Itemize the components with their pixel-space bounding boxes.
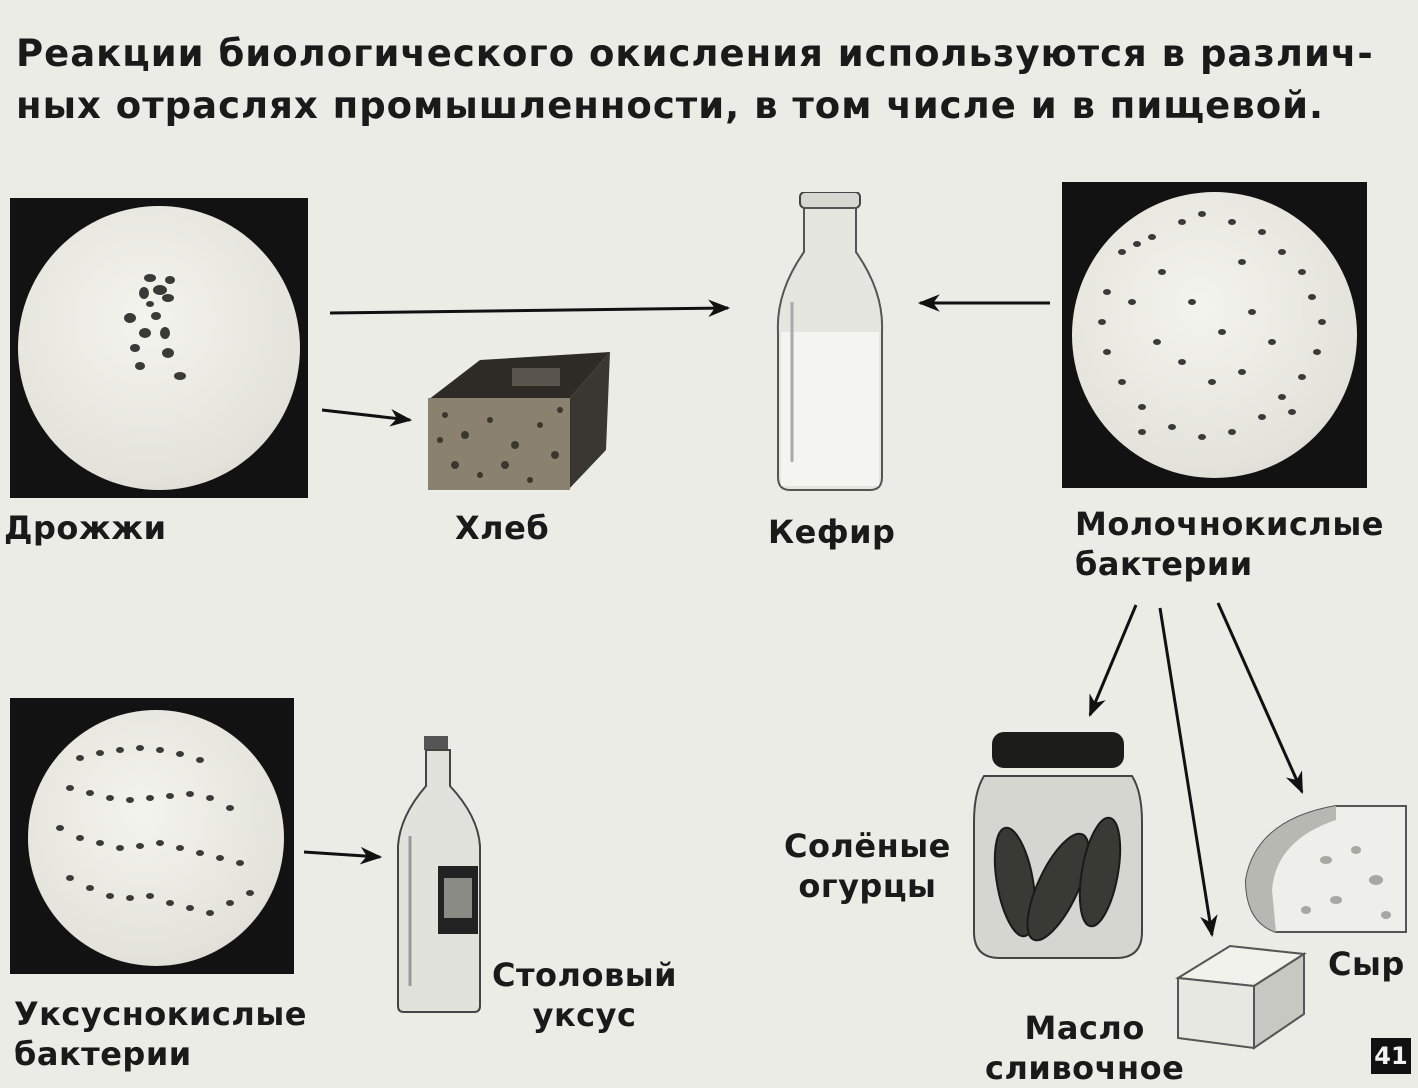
vinegar-bottle-icon — [397, 736, 481, 1013]
arrow-lactic-to-butter — [1158, 607, 1218, 938]
label-lactic-bacteria: Молочнокислые бактерии — [1075, 505, 1384, 583]
acetic-bacteria-cells-icon — [56, 745, 254, 916]
label-bread: Хлеб — [455, 509, 550, 547]
arrow-lactic-to-cheese — [1216, 602, 1304, 795]
arrow-yeast-to-bread — [321, 408, 413, 427]
kefir-bottle-icon — [776, 192, 884, 491]
bread-icon — [428, 352, 610, 490]
heading-line-2: ных отраслях промышленности, в том числе… — [16, 84, 1325, 127]
heading-line-1: Реакции биологического окисления использ… — [16, 32, 1374, 75]
label-pickles: Солёные огурцы — [784, 827, 951, 905]
yeast-cells-icon — [124, 274, 186, 380]
label-acetic-bacteria: Уксуснокислые бактерии — [14, 995, 307, 1073]
butter-icon — [1174, 944, 1307, 1050]
arrow-acetic-to-vinegar — [303, 846, 383, 865]
label-cheese: Сыр — [1328, 945, 1405, 983]
yeast-micrograph — [10, 198, 308, 498]
lactic-bacteria-micrograph — [1062, 182, 1367, 488]
label-butter: Масло сливочное — [985, 1009, 1185, 1087]
cheese-icon — [1244, 805, 1407, 933]
label-vinegar: Столовый уксус — [492, 956, 678, 1034]
label-yeast: Дрожжи — [4, 509, 167, 547]
page-number-badge: 41 — [1371, 1038, 1411, 1074]
pickle-jar-icon — [973, 732, 1143, 959]
acetic-bacteria-micrograph — [10, 698, 294, 974]
slide-heading: Реакции биологического окисления использ… — [16, 28, 1396, 132]
arrow-yeast-to-kefir — [329, 299, 731, 318]
lactic-bacteria-cells-icon — [1098, 211, 1326, 440]
arrow-lactic-to-pickles — [1088, 604, 1138, 718]
label-kefir: Кефир — [768, 513, 896, 551]
